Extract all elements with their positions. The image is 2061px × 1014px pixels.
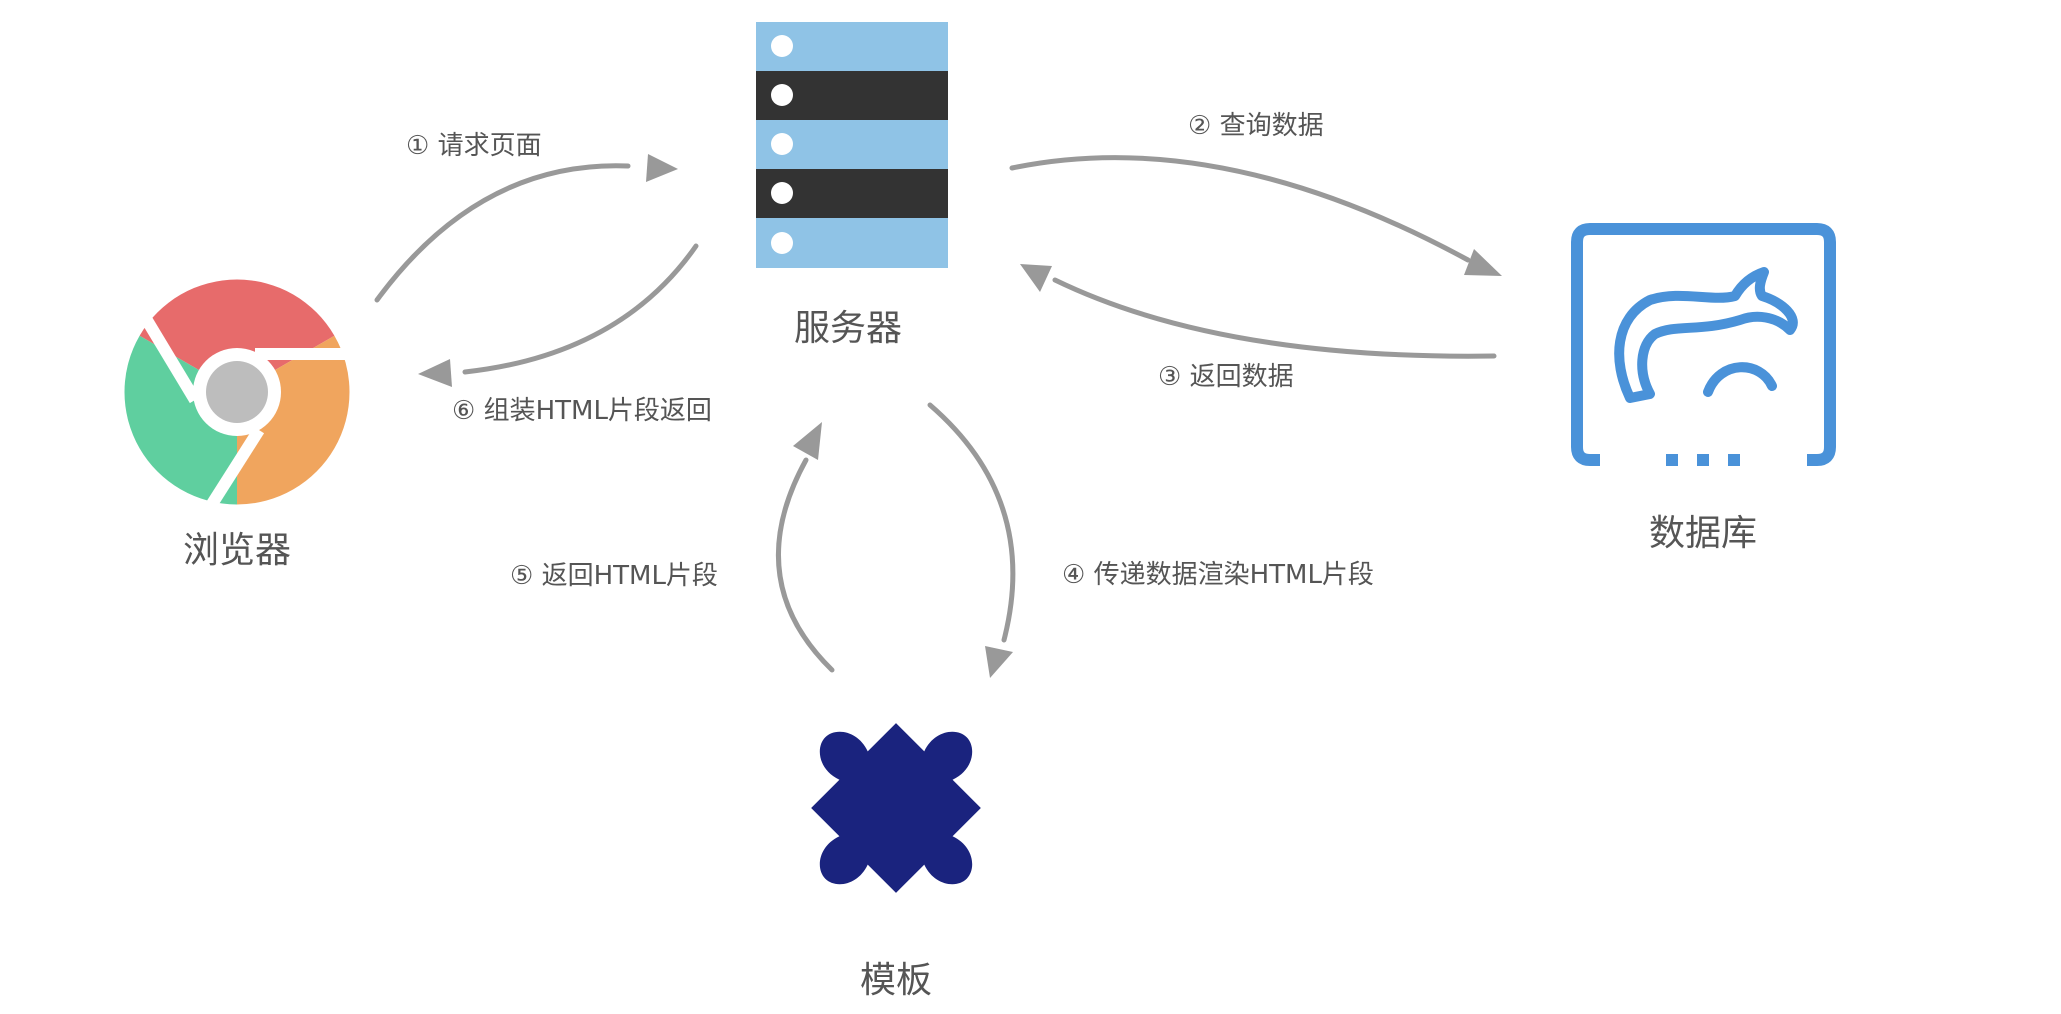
edge-label-6: ⑥ 组装HTML片段返回	[452, 396, 712, 426]
edge-label-1: ① 请求页面	[406, 131, 542, 161]
chrome-red-segment	[139, 279, 335, 392]
template-label: 模板	[860, 960, 932, 1001]
chrome-center	[206, 361, 268, 423]
arrow-pass-data-render	[927, 402, 1016, 678]
database-label: 数据库	[1649, 513, 1757, 554]
edge-label-2: ② 查询数据	[1188, 111, 1324, 141]
server-rack-icon	[756, 22, 948, 268]
puzzle-piece-icon	[811, 723, 981, 893]
mysql-dolphin-icon	[1571, 223, 1836, 466]
browser-label: 浏览器	[183, 530, 291, 571]
chrome-browser-icon	[124, 279, 350, 508]
server-label: 服务器	[794, 308, 902, 349]
arrow-return-data	[1020, 264, 1497, 359]
edge-label-4: ④ 传递数据渲染HTML片段	[1062, 560, 1374, 590]
arrow-return-html-fragment	[775, 422, 835, 673]
arrow-query-data	[1009, 155, 1502, 276]
arrow-request-page	[374, 154, 678, 303]
edge-label-3: ③ 返回数据	[1158, 362, 1294, 392]
arrow-assemble-return	[418, 243, 699, 387]
edge-label-5: ⑤ 返回HTML片段	[510, 561, 718, 591]
